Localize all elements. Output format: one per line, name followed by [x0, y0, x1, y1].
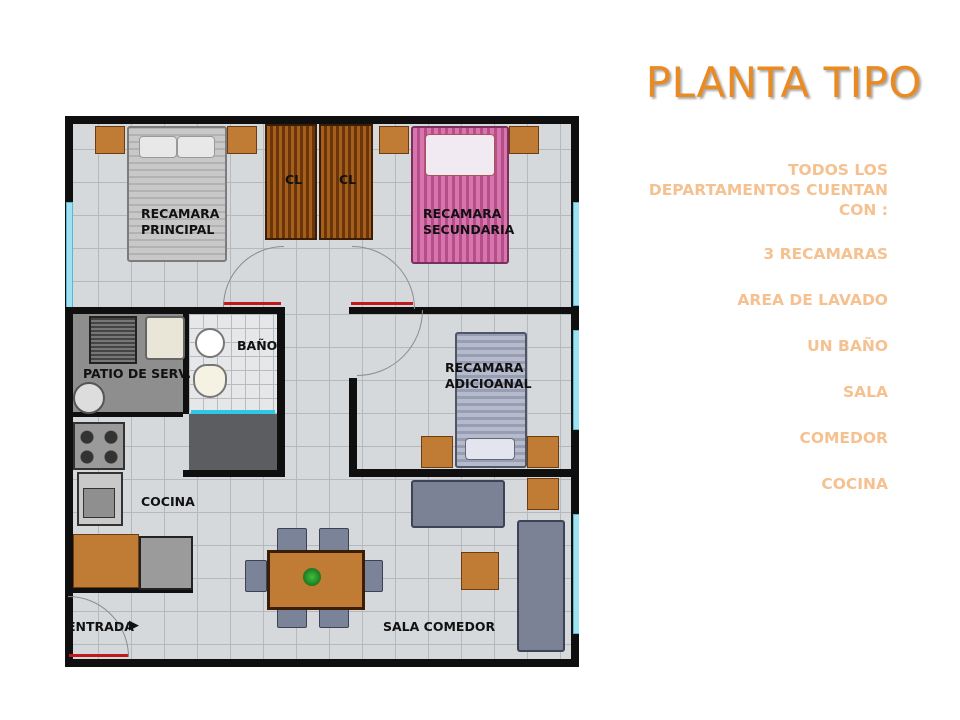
wall-h-bath	[225, 307, 285, 314]
nightstand	[509, 126, 539, 154]
bath-sink	[195, 328, 225, 358]
side-table	[461, 552, 499, 590]
wall-bed3-left	[349, 378, 357, 476]
wall-bath-left	[183, 314, 189, 414]
wall-patio-bottom	[65, 412, 183, 417]
dining-chair	[245, 560, 267, 592]
nightstand	[421, 436, 453, 468]
stove	[73, 422, 125, 470]
closet-1	[265, 124, 317, 240]
feature-item-cocina: COCINA	[821, 475, 888, 493]
wall-kitchen-bottom	[65, 586, 193, 593]
wall-left	[65, 116, 73, 667]
label-cocina: COCINA	[141, 494, 195, 509]
closet-2	[319, 124, 373, 240]
page-title: PLANTA TIPO	[645, 58, 922, 107]
refrigerator	[139, 536, 193, 590]
wall-h-left	[65, 307, 225, 314]
shower-floor	[189, 414, 277, 472]
label-patio: PATIO DE SERV.	[83, 366, 192, 381]
features-intro: TODOS LOS DEPARTAMENTOS CUENTAN CON :	[648, 161, 888, 219]
nightstand	[527, 436, 559, 468]
label-recamara-secundaria: RECAMARA SECUNDARIA	[423, 206, 515, 237]
pillow	[139, 136, 177, 158]
feature-item-comedor: COMEDOR	[799, 429, 888, 447]
side-table	[527, 478, 559, 510]
kitchen-counter	[73, 534, 139, 588]
wall-bed3-bottom	[349, 469, 579, 477]
sofa	[411, 480, 505, 528]
pillow	[425, 134, 495, 176]
label-bano: BAÑO	[237, 338, 278, 353]
feature-item-recamaras: 3 RECAMARAS	[763, 245, 888, 263]
pillow	[177, 136, 215, 158]
wall-bath-bottom	[183, 470, 285, 477]
label-recamara-adicional: RECAMARA ADICIOANAL	[445, 360, 532, 391]
dining-chair	[277, 528, 307, 552]
water-heater	[73, 382, 105, 414]
label-recamara-principal: RECAMARA PRINCIPAL	[141, 206, 220, 237]
nightstand	[95, 126, 125, 154]
window-right-mid	[573, 330, 579, 430]
entrada-arrow-icon: ▶	[129, 618, 139, 633]
toilet	[193, 364, 227, 398]
label-sala-comedor: SALA COMEDOR	[383, 619, 496, 634]
wall-bottom	[65, 659, 579, 667]
centerpiece-plant	[303, 568, 321, 586]
washer	[145, 316, 185, 360]
laundry-sink	[89, 316, 137, 364]
label-entrada: ENTRADA	[67, 619, 134, 634]
label-closet-2: CL	[339, 172, 357, 187]
nightstand	[379, 126, 409, 154]
label-closet-1: CL	[285, 172, 303, 187]
pillow	[465, 438, 515, 460]
feature-item-bano: UN BAÑO	[807, 337, 888, 355]
wall-bath-right	[277, 307, 285, 477]
sofa-long	[517, 520, 565, 652]
feature-item-lavado: AREA DE LAVADO	[737, 291, 888, 309]
window-left-top	[66, 202, 73, 308]
wall-top	[65, 116, 579, 124]
window-right-bottom	[573, 514, 579, 634]
shower-curtain	[191, 410, 275, 414]
floor-plan: RECAMARA PRINCIPAL CL CL RECAMARA SECUND…	[65, 116, 579, 667]
fridge	[83, 488, 115, 518]
features-list: TODOS LOS DEPARTAMENTOS CUENTAN CON : 3 …	[648, 160, 888, 520]
wall-h-right	[349, 307, 579, 314]
nightstand	[227, 126, 257, 154]
feature-item-sala: SALA	[842, 383, 888, 401]
dining-chair	[319, 528, 349, 552]
window-right-top	[573, 202, 579, 306]
